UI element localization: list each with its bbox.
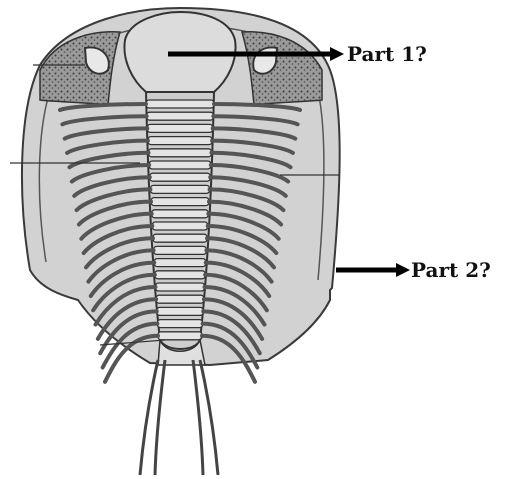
thoracic-segment: [154, 246, 207, 254]
thoracic-segment: [150, 173, 210, 181]
thoracic-segment: [149, 149, 212, 157]
part-2-arrow: [336, 263, 410, 277]
thoracic-segment: [153, 234, 207, 242]
thoracic-segment: [157, 307, 204, 315]
thoracic-segment: [156, 295, 204, 303]
thoracic-segment: [155, 271, 205, 279]
thoracic-segment: [146, 100, 214, 108]
thoracic-segment: [154, 259, 206, 267]
thoracic-segment: [158, 332, 202, 340]
thoracic-segment: [157, 320, 202, 328]
thoracic-segment: [149, 161, 211, 169]
thoracic-segment: [155, 283, 204, 291]
left-tail-spine: [140, 360, 165, 475]
thoracic-segment: [147, 124, 212, 132]
thoracic-segment: [147, 112, 214, 120]
part-1-label: Part 1?: [347, 42, 427, 66]
thoracic-segment: [152, 210, 209, 218]
right-tail-spine: [193, 360, 218, 475]
thoracic-segment: [150, 185, 209, 193]
thoracic-segment: [148, 137, 212, 145]
thoracic-segment: [152, 222, 207, 230]
thoracic-segment: [151, 198, 209, 206]
part-2-label: Part 2?: [411, 258, 491, 282]
